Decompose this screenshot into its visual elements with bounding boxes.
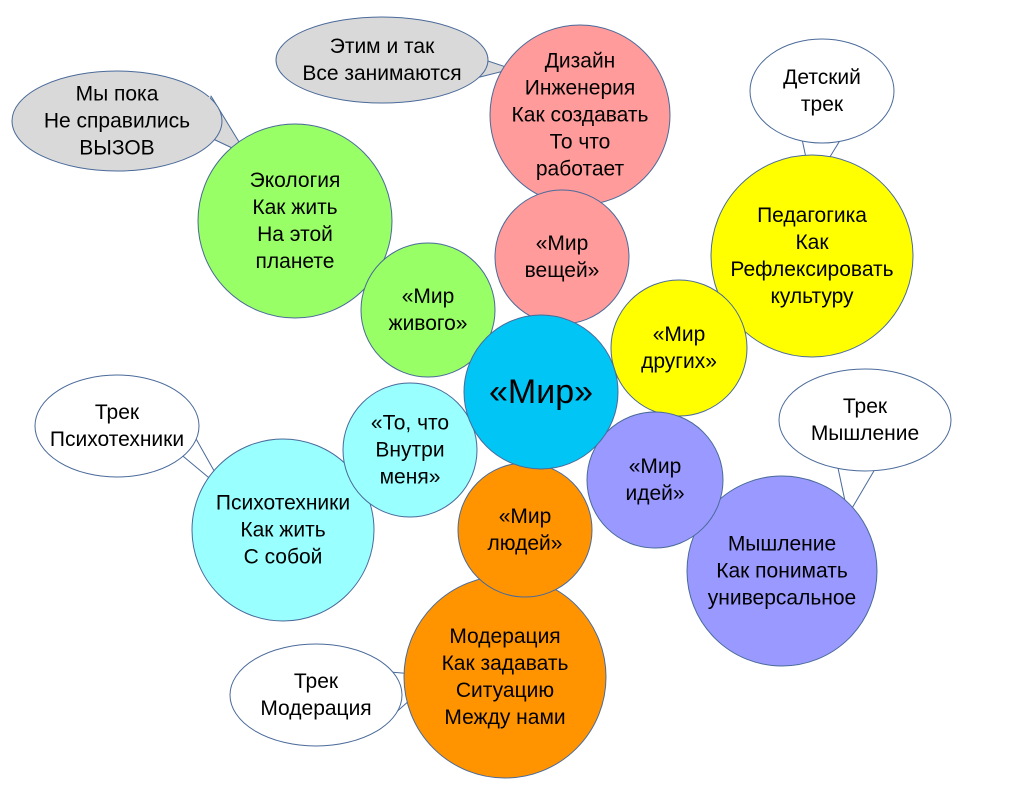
world-circle-zhivogo [360,242,496,378]
callout-trek-psihotehniki-ellipse [34,374,200,478]
world-circle-vnutri [342,382,478,518]
area-circle-dizain [489,24,671,206]
world-circle-lyudey [457,462,593,598]
area-circle-psihotehniki [191,438,375,622]
world-circle-veshchey [494,189,630,325]
callout-detskiy-trek-ellipse [749,38,895,144]
area-circle-myshlenie [686,475,878,667]
callout-trek-moderaciya-seam [353,672,393,715]
callout-trek-myshlenie [778,368,952,516]
callout-trek-myshlenie-ellipse [778,368,952,472]
callout-vse-zanimayutsya [275,16,513,104]
callout-detskiy-trek-seam [802,113,844,139]
area-circle-pedagogika [710,154,914,358]
area-circle-moderaciya [403,575,607,779]
callout-trek-myshlenie-seam [838,443,878,468]
center-circle [463,314,619,470]
callout-vyzov-seam [159,96,211,130]
callout-trek-psihotehniki [34,374,227,493]
callout-trek-moderaciya-ellipse [229,643,403,747]
world-circle-drugih [610,279,748,417]
callout-vyzov [11,70,248,172]
area-circle-ekologiya [197,123,393,319]
callout-vse-zanimayutsya-seam [425,55,470,80]
callout-vse-zanimayutsya-ellipse [275,16,489,104]
world-circle-idey [586,411,724,549]
callout-vyzov-ellipse [11,70,223,172]
callout-trek-psihotehniki-seam [151,435,195,452]
